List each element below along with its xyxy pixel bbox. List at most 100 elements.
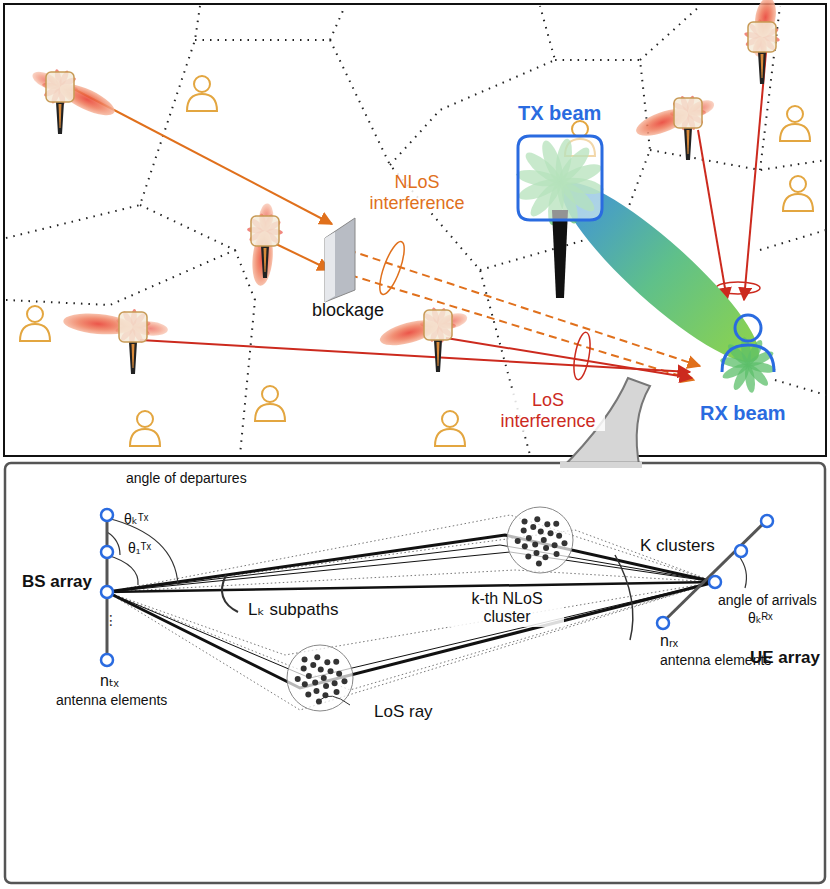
subpath-label: Lₖ subpaths [246,600,340,620]
interference-paths [744,52,766,300]
scatter-cluster [522,518,528,524]
scatter-cluster [552,542,558,548]
blockage-wall [325,218,355,302]
blockage-wall [325,218,355,302]
cluster-label: k-th NLoS cluster [450,590,564,627]
base-station [62,309,168,374]
scatter-cluster [321,675,327,681]
receiving-user [720,337,777,394]
angle-marks [615,555,633,640]
user-icons [435,411,465,446]
base-station [633,95,716,160]
interference-label: NLoS interference [365,172,469,213]
scatter-cluster [333,659,339,665]
angle-marks [222,575,238,612]
base-station [62,309,168,345]
cell-boundaries [650,150,826,170]
angle-symbol: θₖᴿˣ [748,610,773,626]
cell-boundaries [6,6,826,455]
scatter-cluster [533,550,539,556]
interference-paths [571,331,593,381]
base-station [247,203,283,287]
base-station [674,98,702,160]
scatter-cluster [515,538,521,544]
scatter-cluster [526,535,532,541]
user-icons [20,76,813,446]
scatter-cluster [521,528,527,534]
bs-array [101,509,113,521]
user-icons [783,176,813,211]
array-label: BS array [22,572,92,592]
angle-marks [107,518,746,705]
base-station [377,307,468,350]
scatter-cluster [306,673,312,679]
cell-boundaries [195,6,345,40]
angle-marks [738,555,746,588]
angle-symbol: θₖᵀˣ [124,511,148,527]
interference-paths [375,239,409,297]
scatter-cluster [332,680,338,686]
cluster-spread [107,515,715,592]
element-count: nᵣₓ [660,632,678,650]
part-name: blockage [312,300,384,321]
rays [107,582,715,688]
scatter-cluster [544,521,550,527]
scatter-cluster [312,679,318,685]
scatter-cluster [313,688,319,694]
scatter-cluster [302,681,308,687]
scatter-cluster [553,521,559,527]
cluster-spread [107,582,715,710]
element-label: antenna elements [660,652,771,668]
scatter-cluster [522,543,528,549]
bottom-panel [5,463,825,883]
element-label: antenna elements [56,692,167,708]
ue-array [660,519,768,625]
scatter-cluster [538,529,544,535]
bs-array: ⋮ [104,612,118,628]
rays [107,535,715,688]
blockage-wall [325,232,335,302]
cell-boundaries [6,6,200,238]
angle-marks [320,696,350,705]
rays [107,545,715,592]
cluster-spread [107,515,715,710]
cluster-count: K clusters [640,536,715,556]
rays [107,535,715,592]
base-station [377,307,468,372]
scatter-cluster [548,530,554,536]
scatter-cluster [302,656,308,662]
cell-boundaries [760,230,826,250]
scatter-cluster [507,507,573,573]
scatter-cluster [318,667,324,673]
cluster-spread [107,530,715,592]
ue-array [657,617,669,629]
scatter-cluster [515,516,568,566]
base-station [46,72,74,134]
user-icons [130,411,160,446]
scatter-cluster [536,561,542,567]
receiving-user [722,345,774,372]
receiving-user [720,315,777,393]
bs-array [101,546,113,558]
scatter-cluster [334,689,340,695]
scatter-cluster [324,659,330,665]
ray-label: LoS ray [372,702,435,722]
scatter-cluster [310,662,316,668]
scatter-cluster [323,683,329,689]
zoom-callout [560,462,642,468]
bs-array: ⋮ [101,509,118,666]
ue-array [761,515,773,527]
base-station [247,203,283,287]
scatter-cluster [305,692,311,698]
scatter-cluster [341,678,347,684]
serving-base-station [518,136,602,220]
scatter-cluster [556,533,562,539]
base-station [251,216,279,278]
user-icons [187,76,217,111]
user-icons [255,386,285,421]
bs-array [101,654,113,666]
scatter-cluster [554,551,560,557]
scatter-cluster [287,645,353,711]
serving-base-station [515,136,777,382]
